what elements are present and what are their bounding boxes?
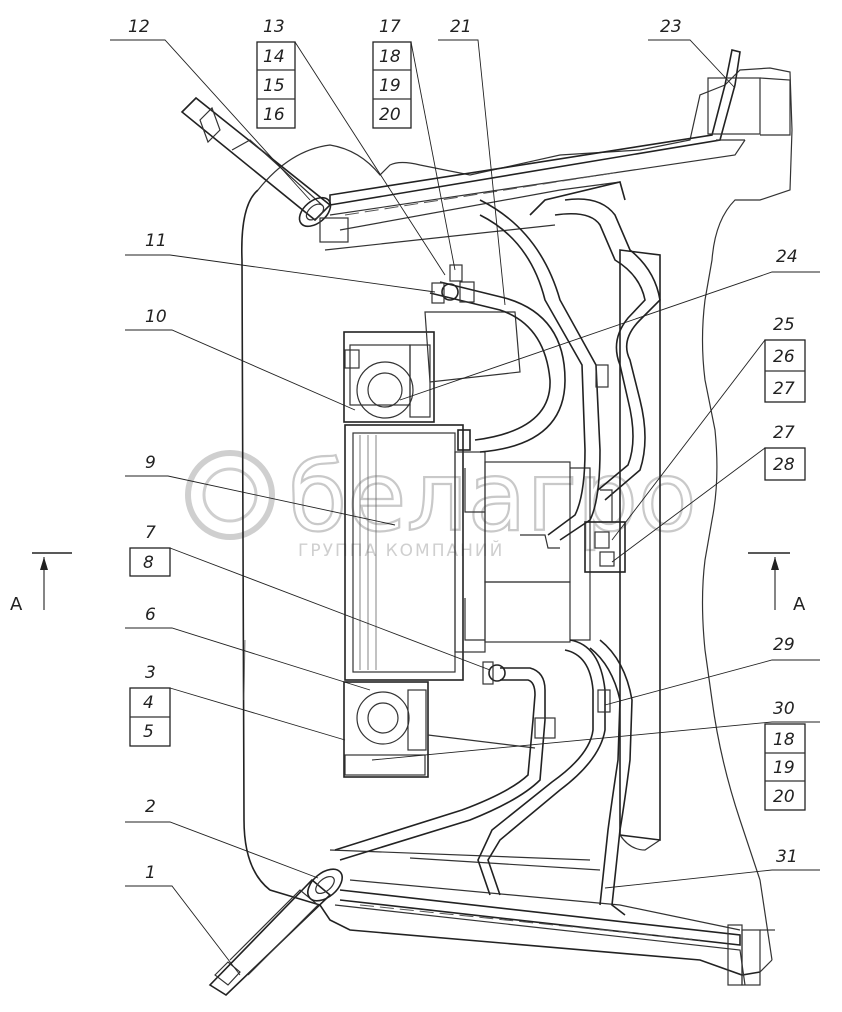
upper-air-duct — [324, 49, 791, 251]
callout-stack-7 — [129, 547, 171, 577]
callout-19-bottom: 19 — [773, 758, 795, 778]
callout-21: 21 — [450, 17, 472, 37]
watermark-subtitle: ГРУППА КОМПАНИЙ — [298, 539, 504, 561]
callout-26: 26 — [773, 347, 795, 367]
callout-9: 9 — [145, 453, 156, 473]
callout-stack-25 — [764, 339, 806, 403]
callout-stack-3 — [129, 687, 171, 747]
callout-17: 17 — [379, 17, 401, 37]
callout-stack-13 — [256, 41, 296, 129]
cab-contour — [241, 67, 793, 976]
callout-18-bottom: 18 — [773, 730, 795, 750]
callout-4: 4 — [143, 693, 154, 713]
callout-8: 8 — [143, 553, 154, 573]
watermark: белагро ГРУППА КОМПАНИЙ — [185, 440, 698, 561]
callout-numbers: 12 13 14 15 16 17 18 19 20 21 23 11 24 1… — [128, 17, 798, 883]
callout-6: 6 — [145, 605, 156, 625]
callout-20-bottom: 20 — [773, 787, 795, 807]
callout-5: 5 — [143, 722, 154, 742]
callout-stack-30 — [764, 723, 806, 811]
callout-10: 10 — [145, 307, 167, 327]
callout-28: 28 — [773, 455, 795, 475]
callout-11: 11 — [145, 231, 167, 251]
callout-2: 2 — [145, 797, 156, 817]
callout-31: 31 — [776, 847, 798, 867]
section-label-right: А — [793, 594, 806, 615]
callout-1: 1 — [145, 863, 156, 883]
section-marker-left: А — [10, 552, 72, 615]
upper-fan — [343, 311, 521, 423]
callout-27-second: 27 — [773, 423, 795, 443]
heater-unit — [344, 424, 591, 681]
callout-29: 29 — [773, 635, 795, 655]
callout-stack-17 — [372, 41, 412, 129]
callout-14: 14 — [263, 47, 285, 67]
callout-15: 15 — [263, 76, 285, 96]
callout-27-first: 27 — [773, 379, 795, 399]
callout-7: 7 — [145, 523, 156, 543]
callout-stack-27 — [764, 447, 806, 481]
lower-air-duct — [329, 849, 761, 986]
watermark-brand: белагро — [288, 441, 697, 553]
callout-13: 13 — [263, 17, 285, 37]
section-label-left: А — [10, 594, 23, 615]
callout-3: 3 — [145, 663, 156, 683]
callout-24: 24 — [776, 247, 798, 267]
callout-30: 30 — [773, 699, 795, 719]
leader-lines — [110, 39, 820, 976]
upper-left-deflector — [180, 96, 349, 243]
callout-25: 25 — [773, 315, 795, 335]
callout-16: 16 — [263, 105, 285, 125]
callout-12: 12 — [128, 17, 150, 37]
coolant-hoses — [334, 181, 661, 916]
section-marker-right: А — [748, 552, 806, 615]
callout-19-top: 19 — [379, 76, 401, 96]
callout-23: 23 — [660, 17, 682, 37]
lower-fan — [343, 681, 536, 778]
callout-18-top: 18 — [379, 47, 401, 67]
lower-left-deflector — [208, 868, 343, 997]
callout-20-top: 20 — [379, 105, 401, 125]
